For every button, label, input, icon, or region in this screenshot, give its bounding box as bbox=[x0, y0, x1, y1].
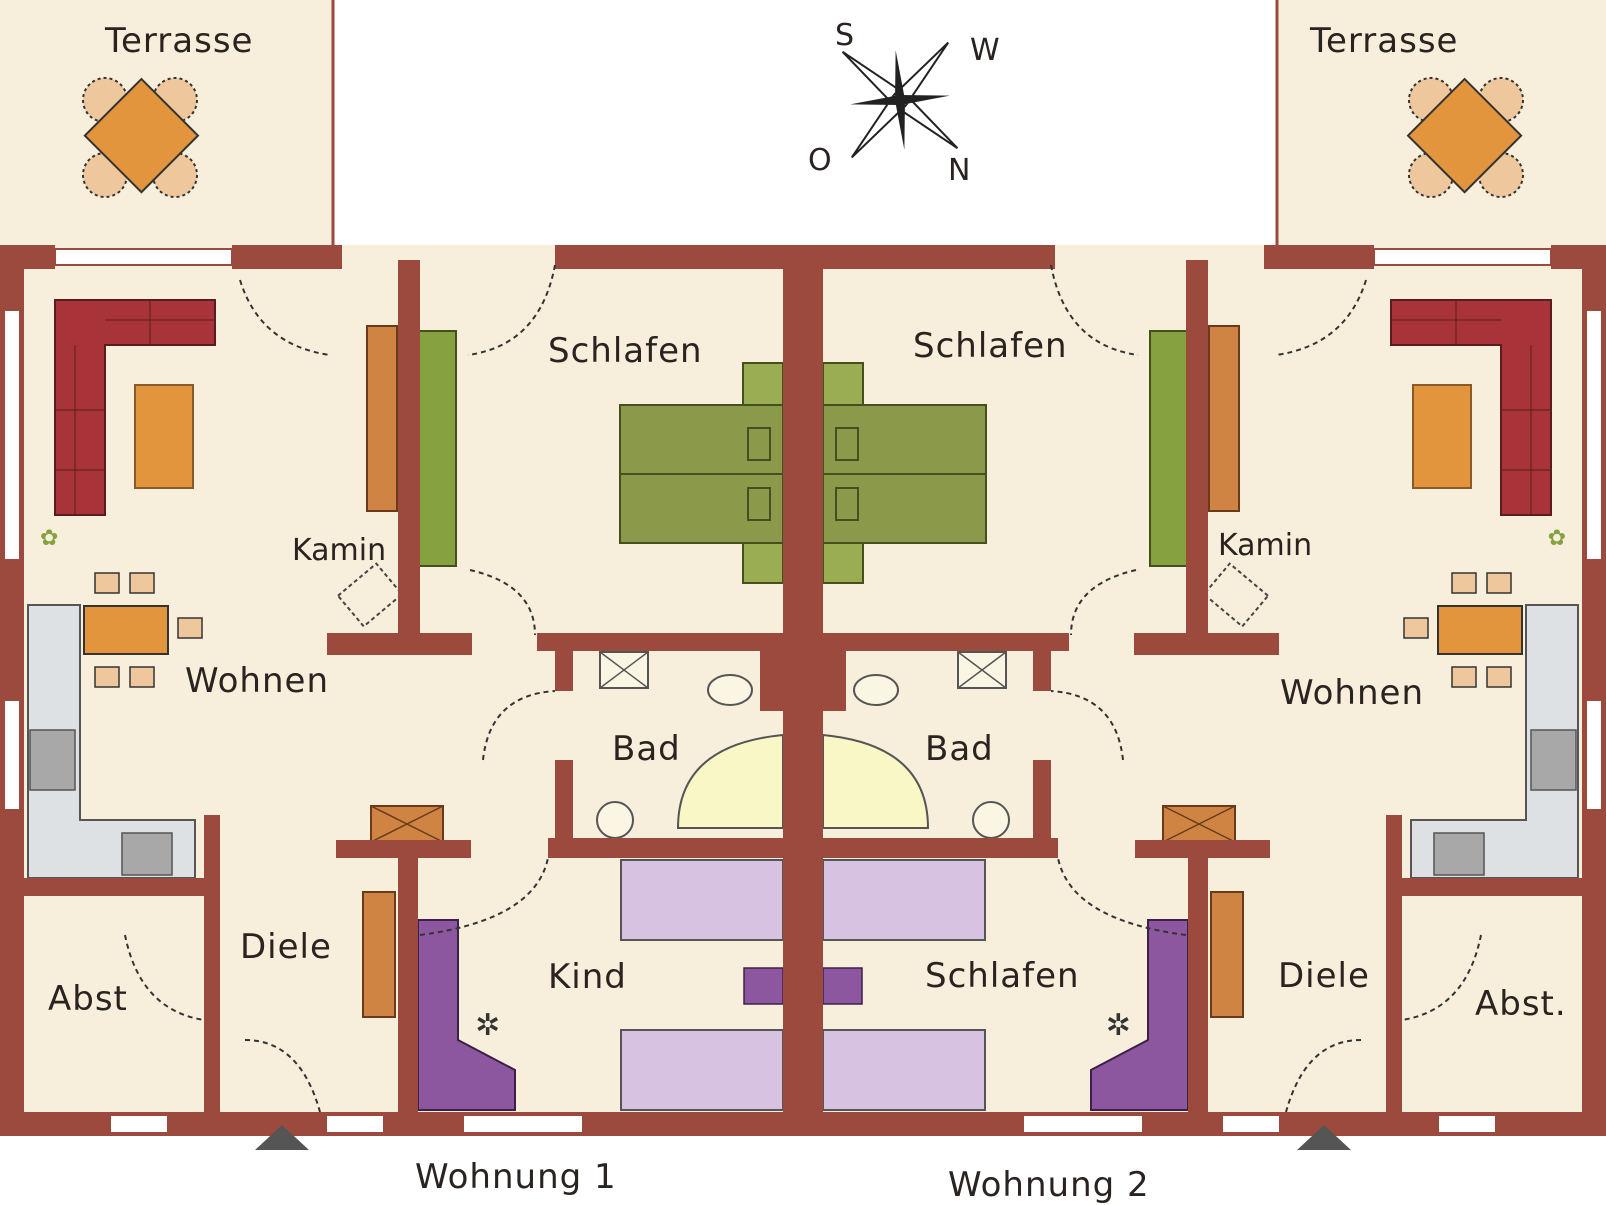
walls bbox=[0, 245, 1606, 1136]
entrance-arrow-right bbox=[1297, 1125, 1351, 1150]
windows bbox=[3, 248, 1603, 1134]
label-terrasse-right: Terrasse bbox=[1309, 21, 1458, 61]
compass-letter: S bbox=[835, 18, 854, 53]
label-kind: Kind bbox=[548, 957, 627, 997]
label-wohnung-1: Wohnung 1 bbox=[415, 1157, 617, 1197]
label-kamin-right: Kamin bbox=[1218, 528, 1312, 563]
label-schlafen-bottom: Schlafen bbox=[925, 956, 1080, 996]
label-schlafen-top-right: Schlafen bbox=[913, 326, 1068, 366]
label-abst-left: Abst bbox=[48, 979, 128, 1019]
label-bad-right: Bad bbox=[925, 729, 994, 769]
label-schlafen-top-left: Schlafen bbox=[548, 331, 703, 371]
label-diele-left: Diele bbox=[240, 927, 332, 967]
compass-letter: N bbox=[948, 153, 970, 188]
compass-letter: W bbox=[970, 33, 1000, 68]
label-wohnen-right: Wohnen bbox=[1280, 673, 1424, 713]
compass-letter: O bbox=[808, 143, 832, 178]
label-terrasse-left: Terrasse bbox=[104, 21, 253, 61]
label-diele-right: Diele bbox=[1278, 956, 1370, 996]
label-wohnung-2: Wohnung 2 bbox=[948, 1165, 1150, 1205]
label-kamin-left: Kamin bbox=[292, 533, 386, 568]
compass-rose bbox=[841, 41, 959, 159]
label-wohnen-left: Wohnen bbox=[185, 661, 329, 701]
label-abst-right: Abst. bbox=[1475, 984, 1567, 1024]
entrance-arrow-left bbox=[255, 1125, 309, 1150]
door-swings bbox=[124, 264, 1482, 1113]
label-bad-left: Bad bbox=[612, 729, 681, 769]
